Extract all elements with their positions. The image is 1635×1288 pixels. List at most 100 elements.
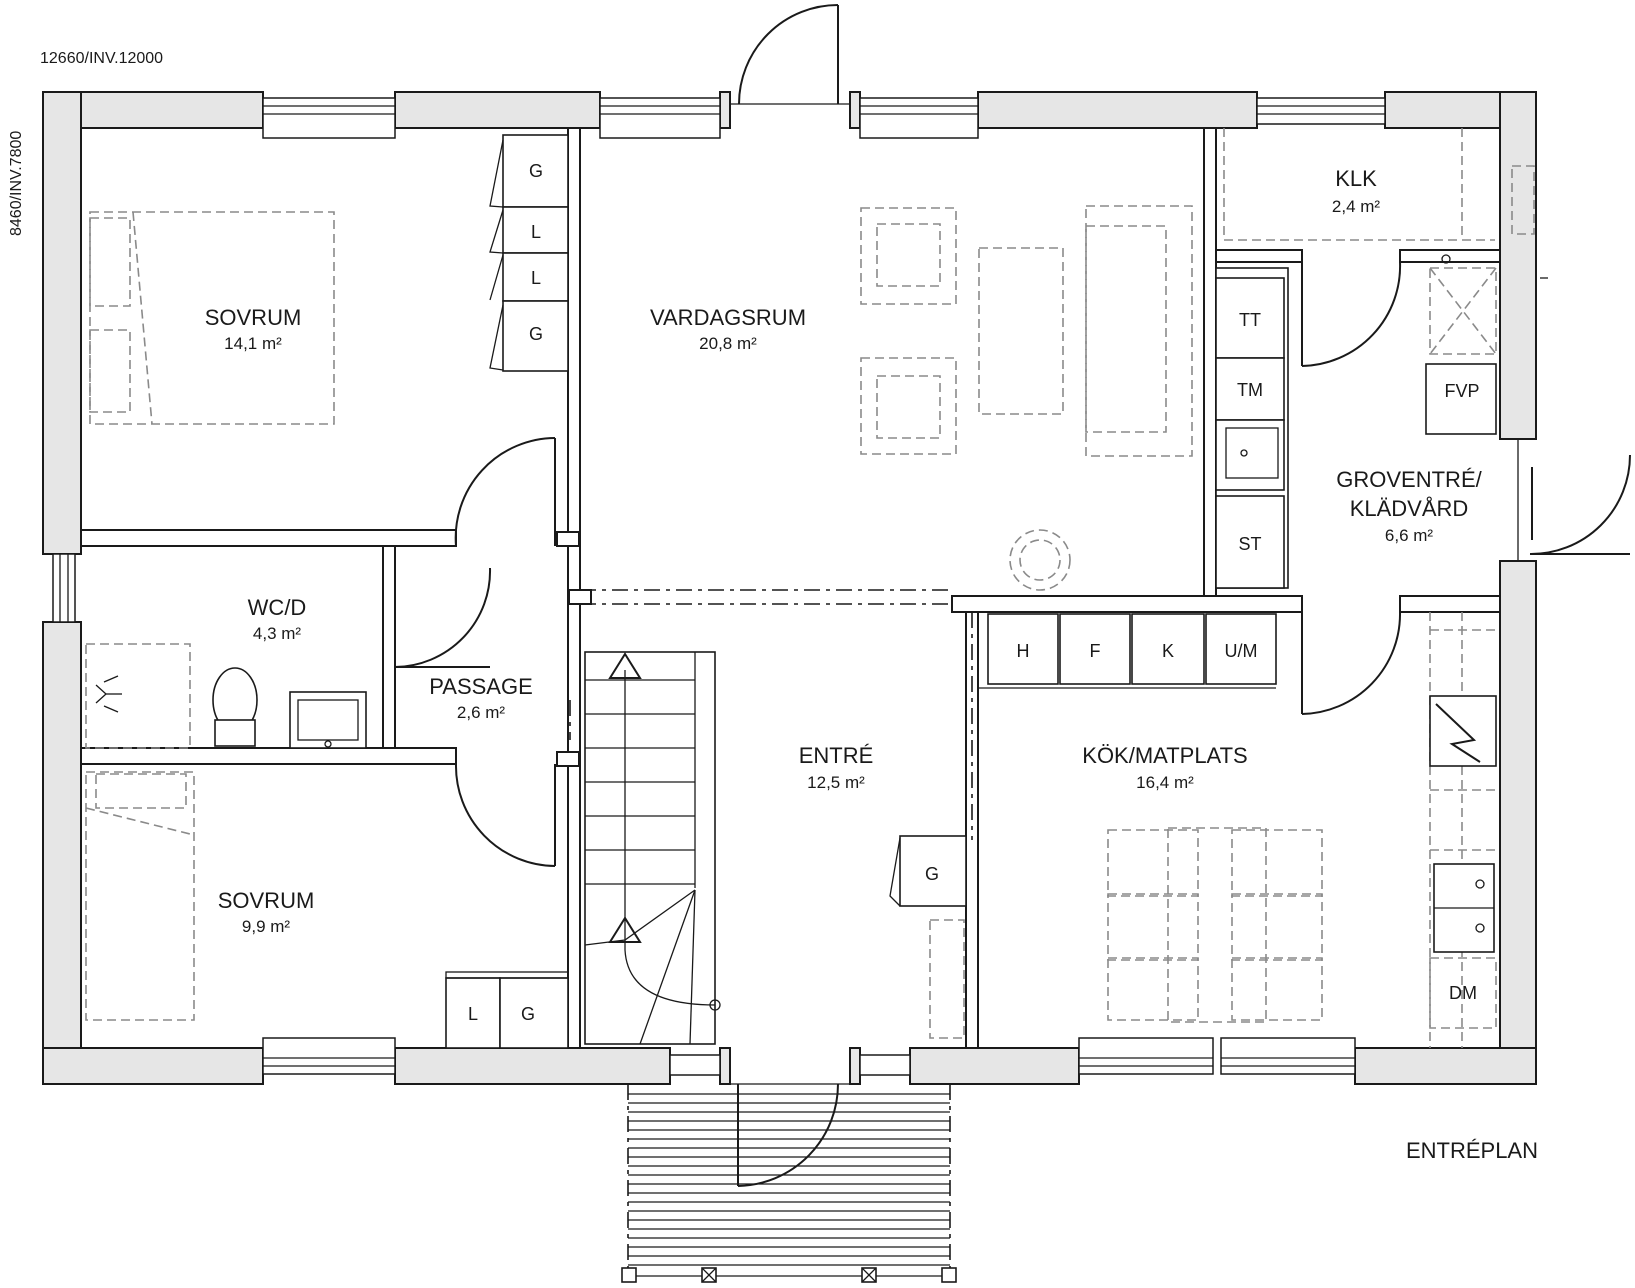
wall-klk-2 [1399,249,1501,263]
chair [1231,957,1323,1021]
groventre-fixtures: TT TM ST FVP [1215,254,1497,589]
wall-bottom-4 [1354,1047,1537,1085]
sovrum2-furniture: L G [85,771,569,1049]
room-area-entre: 12,5 m² [807,773,865,792]
wardrobe [502,206,569,254]
wall-vardag-kitchen [1203,127,1217,597]
interior-walls [80,127,1501,1049]
depth-dimension: 8460/INV.7800 [8,131,25,236]
pillow [89,217,131,307]
room-name-wc: WC/D [248,595,307,620]
room-name-sovrum2: SOVRUM [218,888,315,913]
f-label: F [1090,641,1101,661]
room-area-kok: 16,4 m² [1136,773,1194,792]
wardrobe-label: G [925,864,939,884]
window [52,553,76,623]
pillow [89,329,131,413]
staircase [584,651,721,1045]
chair [1231,829,1323,897]
wardrobe [502,134,569,208]
cabinet [1205,613,1277,685]
wall-left-upper [42,91,82,555]
wall-bottom-3 [909,1047,1080,1085]
wall-top-2 [394,91,601,129]
dining-table [1167,827,1267,1023]
drying-cabinet [1215,495,1285,589]
room-area-klk: 2,4 m² [1332,197,1381,216]
sofa [1085,205,1193,457]
wall-right-upper [1499,91,1537,440]
um-label: U/M [1225,641,1258,661]
door-swing [454,437,556,547]
window [1220,1037,1356,1075]
dishwasher [1429,957,1497,1029]
room-area-wc: 4,3 m² [253,624,302,643]
room-name-groventre-1: GROVENTRÉ/ [1336,467,1482,492]
wardrobe [899,835,967,907]
room-area-vardagsrum: 20,8 m² [699,334,757,353]
window [859,97,979,139]
room-area-sovrum1: 14,1 m² [224,334,282,353]
wardrobe [445,977,501,1049]
dm-label: DM [1449,983,1477,1003]
heat-pump [1425,363,1497,435]
wardrobe-label: G [529,324,543,344]
cabinet [1131,613,1205,685]
h-label: H [1017,641,1030,661]
door-swing [1301,611,1402,715]
single-bed [85,771,195,1021]
exterior-walls [42,91,1537,1085]
wall-sovrum-wc [80,529,457,547]
wall-passage-stair [567,127,581,1049]
floor-label: ENTRÉPLAN [1406,1138,1538,1163]
exterior-doors [730,4,1631,1187]
chair [1107,957,1199,1021]
jamb [849,91,861,129]
shower [1429,267,1497,355]
width-dimension: 12660/INV.12000 [40,50,163,67]
wardrobe-label: L [468,1004,478,1024]
st-label: ST [1238,534,1261,554]
room-name-kok: KÖK/MATPLATS [1082,743,1247,768]
dryer [1215,357,1285,421]
wardrobe [499,977,569,1049]
door-swing [737,1083,839,1187]
window [599,97,721,139]
wardrobe-label: L [531,222,541,242]
wardrobes-sovrum1: G L L G [489,134,569,372]
room-name-vardagsrum: VARDAGSRUM [650,305,806,330]
door-swing [1529,454,1631,556]
double-bed [89,211,335,425]
wall-top-3 [977,91,1258,129]
wall-right-lower [1499,560,1537,1085]
room-name-sovrum1: SOVRUM [205,305,302,330]
chair [1107,893,1199,961]
plant [1009,529,1071,591]
room-name-passage: PASSAGE [429,674,533,699]
wall-kitchen-top [951,595,1303,613]
interior-doors [394,261,1402,867]
wardrobe [502,300,569,372]
wall-bottom-2 [394,1047,671,1085]
door-swing [394,567,492,668]
tm-label: TM [1237,380,1263,400]
jamb [849,1047,861,1085]
room-labels: SOVRUM 14,1 m² VARDAGSRUM 20,8 m² KLK 2,… [205,166,1483,936]
shower-area [85,643,191,749]
wall-left-lower [42,621,82,1085]
wardrobe [502,252,569,302]
wc-fixtures [85,643,367,749]
window [859,1054,911,1076]
klk [1223,128,1548,279]
wall-kitchen-right [1399,595,1501,613]
windows [52,97,1386,1076]
window [1256,97,1386,125]
porch-deck [621,1084,957,1283]
washbasin [289,691,367,749]
armchair [860,207,957,305]
fvp-label: FVP [1444,381,1479,401]
wall-wc-passage [382,545,396,749]
wall-wc-sovrum [80,747,457,765]
cabinet [1059,613,1131,685]
